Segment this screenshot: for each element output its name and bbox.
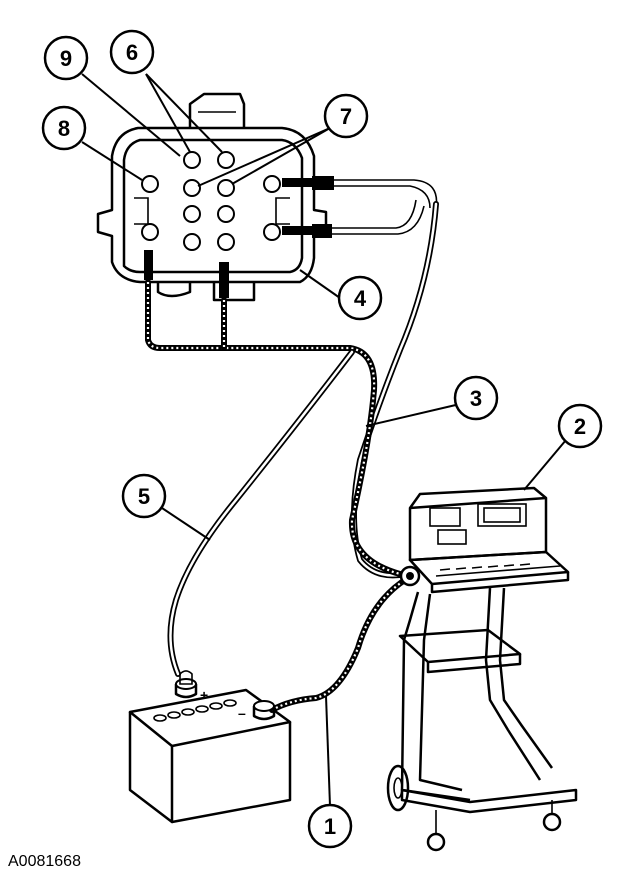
lead-5	[167, 349, 355, 677]
connector-pin	[263, 175, 281, 193]
negative-terminal	[252, 700, 276, 721]
callout-5: 5	[121, 473, 167, 519]
test-probes	[144, 176, 334, 298]
callout-6-label: 6	[126, 40, 138, 65]
connector-pin	[183, 179, 201, 197]
callout-1: 1	[307, 803, 353, 849]
callout-8-label: 8	[58, 116, 70, 141]
callout-4: 4	[337, 275, 383, 321]
connector-pin	[183, 205, 201, 223]
lead-1-harness	[145, 279, 403, 577]
lead-1	[269, 575, 411, 713]
leader-lines	[81, 73, 567, 807]
connector-pin	[263, 223, 281, 241]
negative-sign: –	[238, 705, 246, 721]
callout-7-label: 7	[340, 104, 352, 129]
probe-wire-lower	[332, 199, 417, 229]
probe-wire-upper-b	[334, 185, 431, 209]
probe-wire-lower-b	[332, 205, 425, 235]
battery: + –	[128, 670, 292, 824]
lead-3	[351, 201, 439, 579]
callout-3: 3	[453, 375, 499, 421]
callout-6: 6	[109, 29, 155, 75]
connector-pin	[141, 223, 159, 241]
probe-wire-upper	[334, 179, 438, 209]
callout-1-label: 1	[324, 814, 336, 839]
connector-pin	[183, 233, 201, 251]
connector-pin	[217, 179, 235, 197]
callout-2: 2	[557, 403, 603, 449]
positive-sign: +	[200, 687, 208, 703]
callout-5-label: 5	[138, 484, 150, 509]
callout-7: 7	[323, 93, 369, 139]
connector-pin	[141, 175, 159, 193]
callout-9: 9	[43, 35, 89, 81]
connector-pin	[183, 151, 201, 169]
connector-pin	[217, 233, 235, 251]
callout-4-label: 4	[354, 286, 367, 311]
tester-station	[386, 486, 578, 852]
callout-9-label: 9	[60, 46, 72, 71]
callout-3-label: 3	[470, 386, 482, 411]
positive-terminal	[174, 670, 198, 699]
figure-id: A0081668	[8, 853, 81, 870]
callout-2-label: 2	[574, 414, 586, 439]
callout-8: 8	[41, 105, 87, 151]
connector-pin	[217, 151, 235, 169]
connector-pin	[217, 205, 235, 223]
connector	[96, 92, 328, 302]
